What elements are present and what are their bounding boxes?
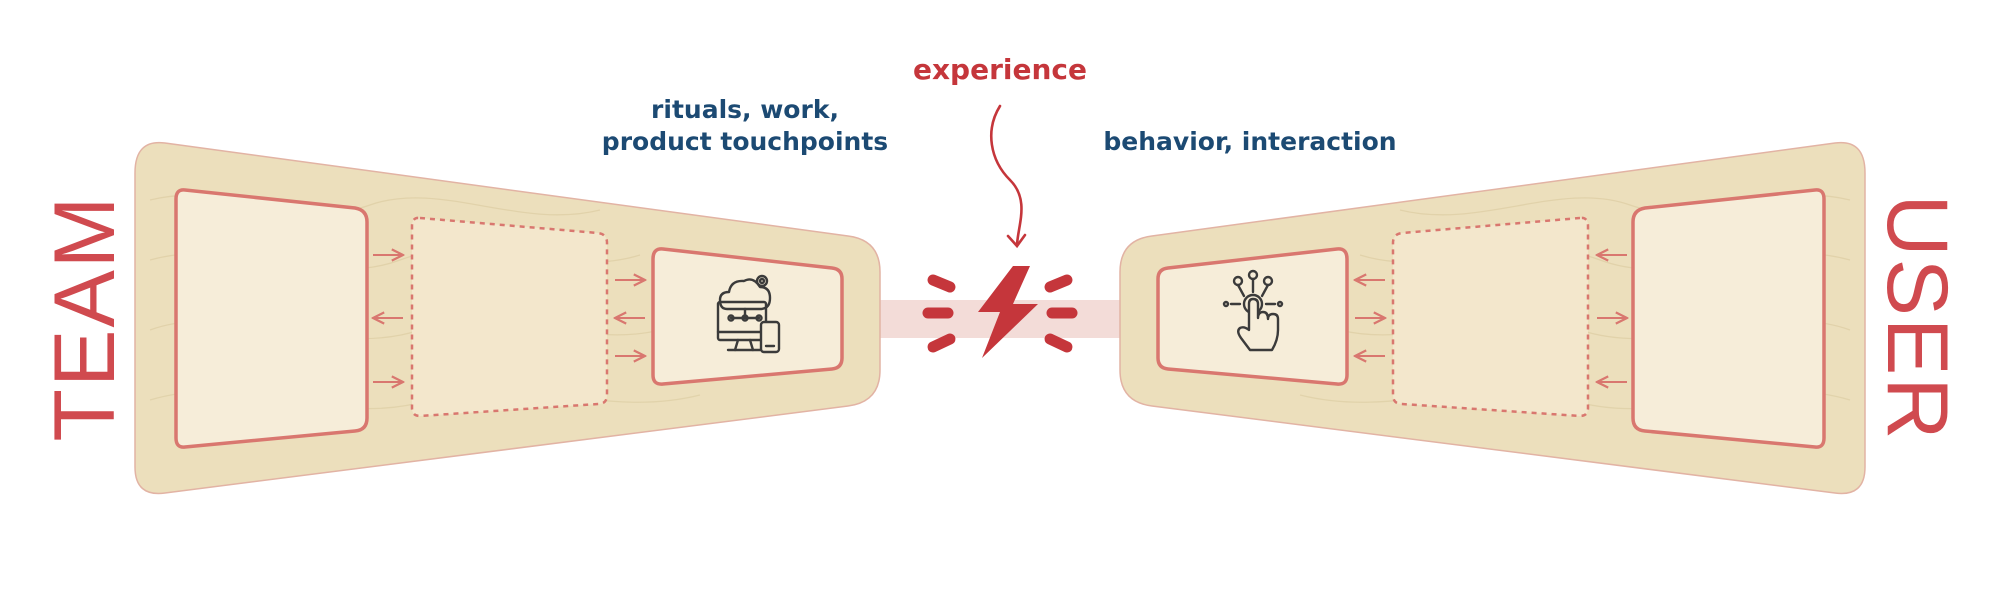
experience-pointer-arrow (989, 104, 1027, 249)
user-arrows (1355, 255, 1627, 382)
team-middle-box (410, 216, 609, 418)
user-middle-box (1391, 216, 1590, 418)
team-outer-box (174, 188, 369, 449)
experience-label: experience (912, 53, 1087, 86)
cloud-network-devices-icon (716, 274, 781, 354)
user-outer-box (1631, 188, 1826, 449)
team-arrows (373, 255, 645, 382)
touchpoints-caption: rituals, work, product touchpoints (601, 95, 889, 156)
behavior-caption: behavior, interaction (1103, 127, 1397, 156)
lightning-bolt-icon (978, 266, 1038, 358)
touch-interaction-icon (1222, 269, 1284, 352)
burst-lines (922, 274, 1078, 353)
